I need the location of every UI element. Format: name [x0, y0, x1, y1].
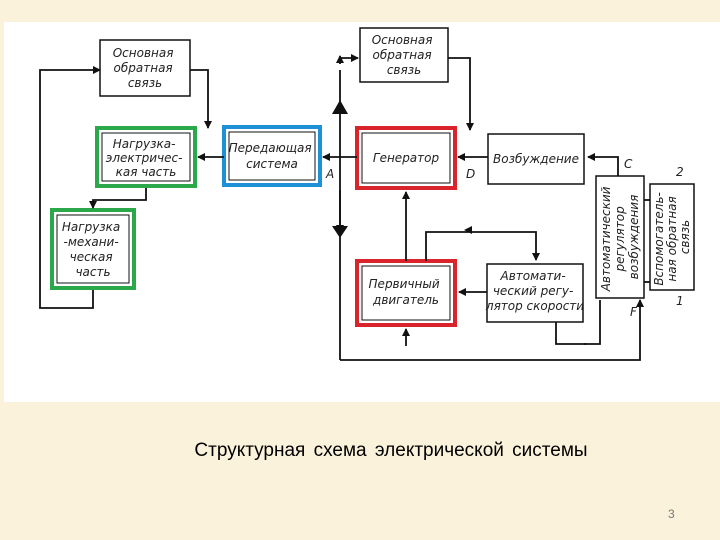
svg-text:Основная обратная: Основная обратная связь — [372, 33, 437, 77]
block-generator: Генератор — [355, 126, 457, 190]
svg-text:Автоматический регулят: Автоматический регулятор возбуждения — [599, 183, 641, 293]
label-point-d: D — [466, 167, 475, 181]
svg-text:Передающая система: Передающая система — [229, 141, 316, 171]
block-aux-feedback: Вспомогатель- ная обратная связь — [649, 183, 695, 291]
block-transmission: Передающая система — [222, 125, 322, 187]
svg-text:Генератор: Генератор — [373, 151, 440, 165]
label-point-c: C — [624, 157, 633, 171]
label-point-a: A — [325, 167, 334, 181]
label-point-f: F — [630, 305, 638, 319]
arrow-ticks — [332, 100, 472, 238]
label-number-1: 1 — [676, 294, 684, 308]
block-load-electric: Нагрузка- электричес- кая часть — [95, 126, 197, 188]
block-load-mechanical: Нагрузка -механи- ческая часть — [50, 208, 136, 290]
svg-text:Автомати- ческий регу-: Автомати- ческий регу- лятор скорости — [485, 269, 584, 313]
svg-text:Возбуждение: Возбуждение — [493, 152, 579, 166]
svg-text:Основная обратная: Основная обратная связь — [113, 46, 178, 90]
block-excitation-regulator: Автоматический регулятор возбуждения — [595, 175, 645, 299]
block-excitation: Возбуждение — [487, 133, 585, 185]
label-number-2: 2 — [676, 165, 684, 179]
connections — [39, 54, 650, 361]
block-prime-mover: Первичный двигатель — [355, 259, 457, 327]
page-number: 3 — [668, 507, 675, 521]
diagram-caption: Структурная схема электрической системы — [194, 440, 588, 461]
block-feedback-right: Основная обратная связь — [359, 27, 449, 83]
block-speed-regulator: Автомати- ческий регу- лятор скорости — [485, 263, 584, 323]
block-feedback-left: Основная обратная связь — [99, 39, 191, 97]
svg-text:Первичный двигатель: Первичный двигатель — [369, 277, 444, 307]
svg-text:Вспомогатель- ная обра: Вспомогатель- ная обратная связь — [652, 188, 692, 285]
svg-text:Нагрузка- электричес-: Нагрузка- электричес- кая часть — [106, 137, 187, 179]
svg-text:Нагрузка -механи-: Нагрузка -механи- ческая часть — [62, 220, 124, 279]
